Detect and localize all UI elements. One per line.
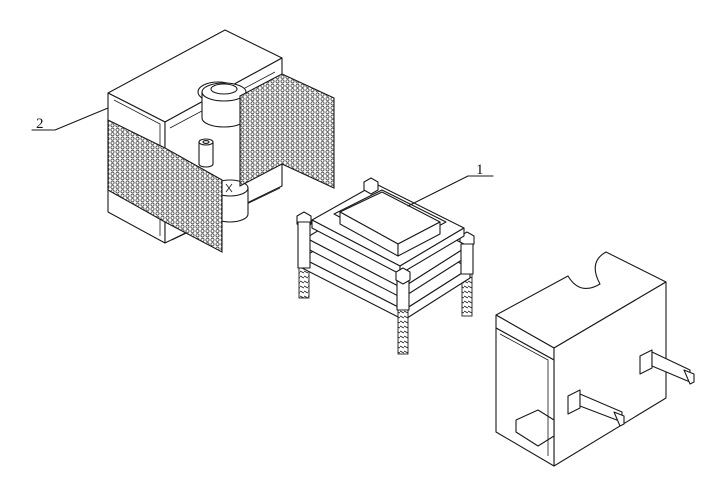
central-post <box>198 138 214 168</box>
label-2: 2 <box>36 116 44 132</box>
label-1-leader: 1 <box>407 162 494 207</box>
upper-cylinder-boss <box>201 82 247 128</box>
bolt-front-left <box>297 221 311 269</box>
center-block-part-1 <box>296 177 475 355</box>
label-1: 1 <box>476 162 484 178</box>
bolt-top-rear <box>363 177 379 195</box>
label-2-leader: 2 <box>31 107 109 132</box>
bolt-front-right <box>460 243 474 275</box>
right-housing-top-face <box>495 251 667 349</box>
front-mesh-panel <box>107 119 223 253</box>
left-housing-part-2 <box>107 29 335 253</box>
pin-lower <box>567 389 625 427</box>
right-housing <box>495 251 695 467</box>
pin-upper <box>639 349 695 385</box>
bolt-front-center <box>395 267 411 355</box>
rear-mesh-panel <box>239 73 335 189</box>
